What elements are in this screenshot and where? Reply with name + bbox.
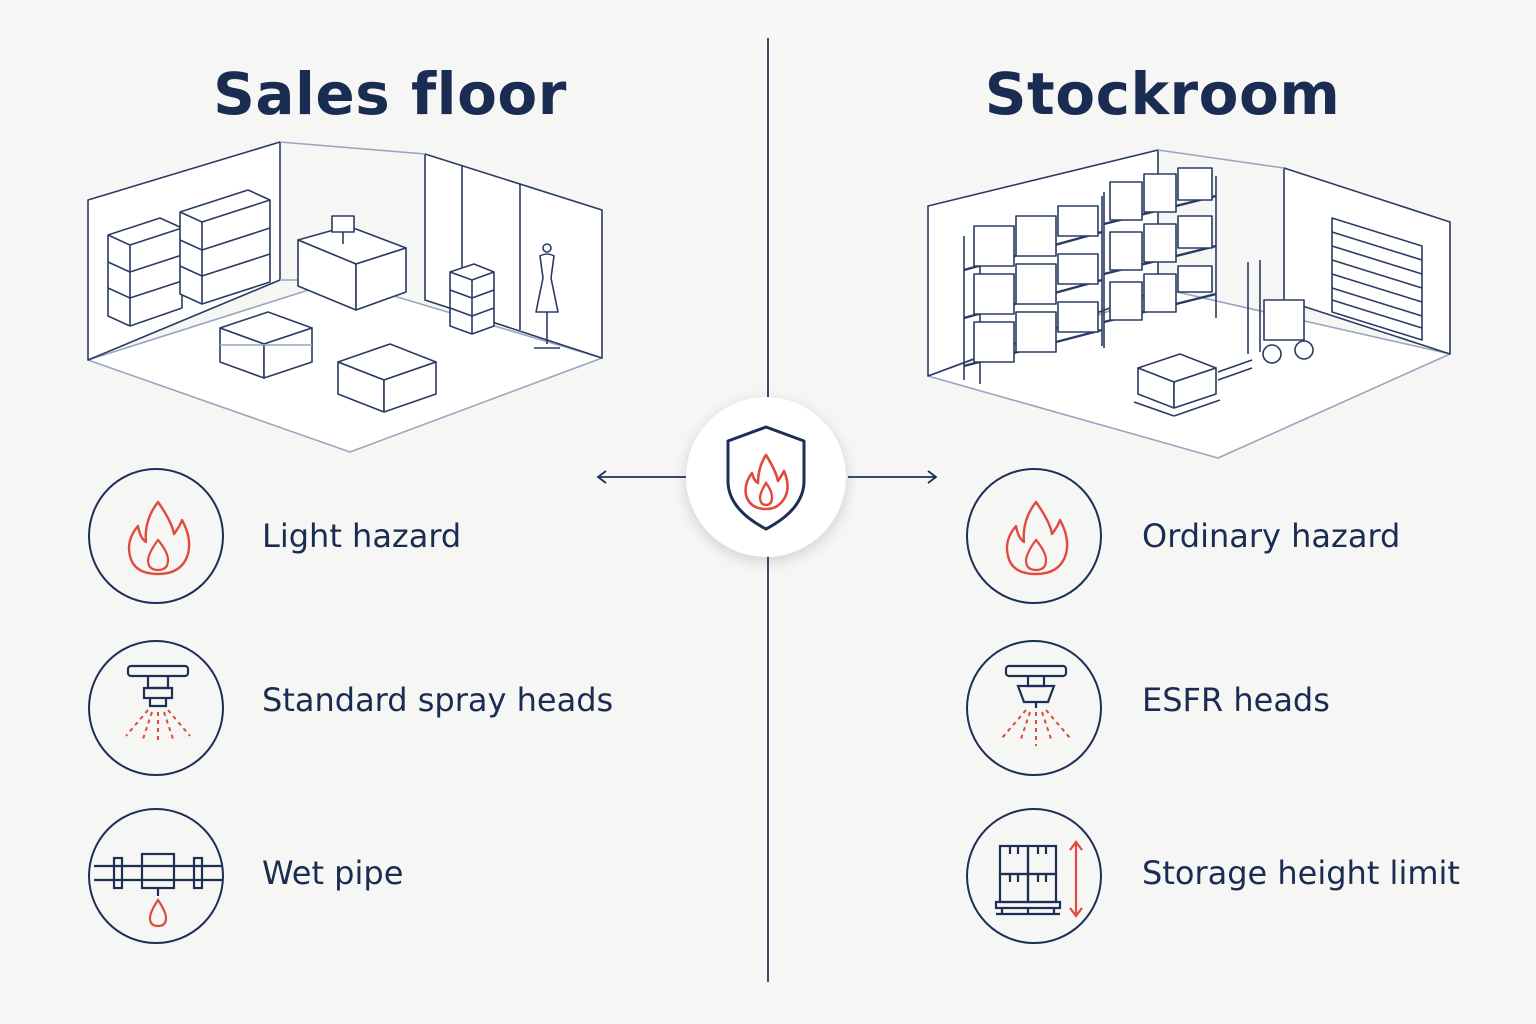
- storage-height-limit-label: Storage height limit: [1142, 854, 1460, 892]
- wet-pipe-icon: [94, 852, 222, 928]
- sales-floor-illustration: [87, 141, 603, 453]
- esfr-head-icon: [1001, 664, 1071, 746]
- esfr-heads-badge: [966, 640, 1102, 776]
- stockroom-illustration: [927, 149, 1451, 459]
- standard-spray-heads-label: Standard spray heads: [262, 681, 614, 719]
- standard-spray-heads-badge: [88, 640, 224, 776]
- flame-icon: [1005, 500, 1069, 576]
- center-divider-top: [767, 38, 769, 398]
- sprinkler-head-icon: [125, 664, 191, 744]
- direction-arrows: [596, 470, 938, 484]
- light-hazard-badge: [88, 468, 224, 604]
- stacked-boxes-height-icon: [994, 840, 1083, 918]
- storage-height-limit-badge: [966, 808, 1102, 944]
- esfr-heads-label: ESFR heads: [1142, 681, 1330, 719]
- ordinary-hazard-label: Ordinary hazard: [1142, 517, 1401, 555]
- flame-icon: [127, 500, 191, 576]
- light-hazard-label: Light hazard: [262, 517, 462, 555]
- stockroom-title: Stockroom: [984, 60, 1341, 128]
- wet-pipe-badge: [88, 808, 224, 944]
- fire-shield-icon: [726, 425, 806, 531]
- center-divider-bottom: [767, 556, 769, 982]
- ordinary-hazard-badge: [966, 468, 1102, 604]
- wet-pipe-label: Wet pipe: [262, 854, 404, 892]
- sales-floor-title: Sales floor: [213, 60, 567, 128]
- fire-shield-badge: [686, 397, 846, 557]
